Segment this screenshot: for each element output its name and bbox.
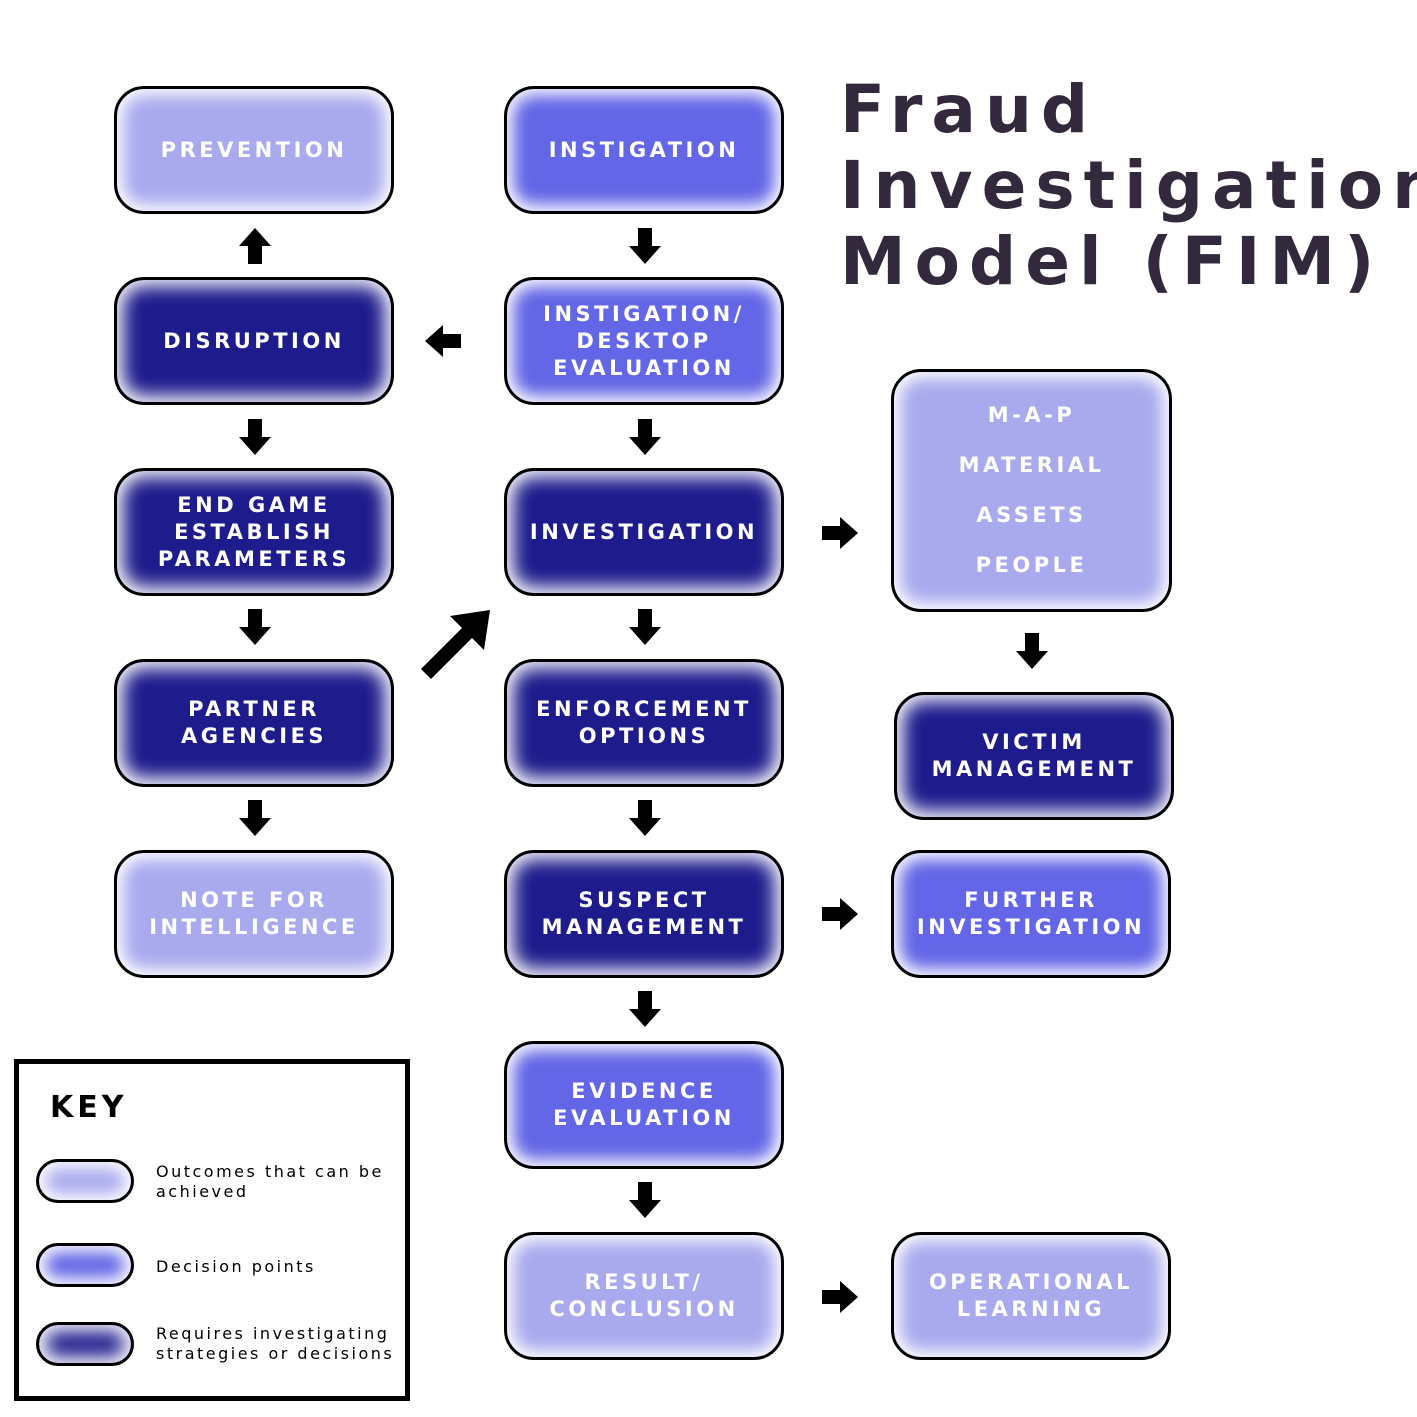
arrow-left-icon: [423, 321, 463, 361]
node-label: EVIDENCE EVALUATION: [553, 1079, 735, 1130]
node-label: END GAME ESTABLISH PARAMETERS: [157, 492, 351, 571]
node-disruption: DISRUPTION: [114, 277, 394, 405]
title-line-2: Investigation: [840, 147, 1417, 224]
map-heading: M-A-P: [987, 402, 1076, 427]
arrow-down-icon: [1012, 631, 1052, 671]
map-item-assets: ASSETS: [976, 503, 1087, 528]
node-label: ENFORCEMENT OPTIONS: [536, 697, 752, 748]
legend-label-investigate: Requires investigating strategies or dec…: [156, 1324, 395, 1363]
arrow-down-icon: [235, 417, 275, 457]
title-line-1: Fraud: [840, 71, 1098, 148]
legend-swatch-decision: [36, 1243, 134, 1287]
legend-title: KEY: [50, 1090, 128, 1125]
arrow-down-icon: [625, 417, 665, 457]
arrow-diagonal-icon: [421, 610, 490, 679]
node-label: FURTHER INVESTIGATION: [916, 888, 1146, 939]
node-end-game: END GAME ESTABLISH PARAMETERS: [114, 468, 394, 596]
node-map: M-A-P MATERIAL ASSETS PEOPLE: [891, 369, 1172, 612]
title-line-3: Model (FIM): [840, 223, 1384, 300]
node-label: DISRUPTION: [163, 328, 345, 353]
node-label: RESULT/ CONCLUSION: [549, 1270, 739, 1321]
arrow-down-icon: [235, 607, 275, 647]
node-label: INVESTIGATION: [529, 519, 759, 544]
node-desktop-evaluation: INSTIGATION/ DESKTOP EVALUATION: [504, 277, 784, 405]
node-label: OPERATIONAL LEARNING: [928, 1270, 1134, 1321]
node-label: VICTIM MANAGEMENT: [931, 730, 1137, 781]
node-operational-learning: OPERATIONAL LEARNING: [891, 1232, 1171, 1360]
map-item-material: MATERIAL: [958, 452, 1105, 477]
node-label: INSTIGATION/ DESKTOP EVALUATION: [543, 301, 745, 380]
node-partner-agencies: PARTNER AGENCIES: [114, 659, 394, 787]
node-investigation: INVESTIGATION: [504, 468, 784, 596]
legend-swatch-outcome: [36, 1159, 134, 1203]
node-enforcement-options: ENFORCEMENT OPTIONS: [504, 659, 784, 787]
arrow-right-icon: [820, 894, 860, 934]
arrow-down-icon: [625, 798, 665, 838]
legend: KEY Outcomes that can be achieved Decisi…: [14, 1059, 410, 1401]
arrow-down-icon: [625, 989, 665, 1029]
node-label: PREVENTION: [160, 137, 348, 162]
node-suspect-management: SUSPECT MANAGEMENT: [504, 850, 784, 978]
legend-swatch-investigate: [36, 1322, 134, 1366]
node-note-for-intelligence: NOTE FOR INTELLIGENCE: [114, 850, 394, 978]
diagram-title: Fraud Investigation Model (FIM): [840, 71, 1417, 300]
arrow-down-icon: [625, 607, 665, 647]
legend-label-decision: Decision points: [156, 1257, 316, 1276]
node-result-conclusion: RESULT/ CONCLUSION: [504, 1232, 784, 1360]
map-item-people: PEOPLE: [975, 553, 1088, 578]
arrow-down-icon: [625, 226, 665, 266]
arrow-down-icon: [625, 1180, 665, 1220]
arrow-up-icon: [235, 226, 275, 266]
node-label: INSTIGATION: [548, 137, 740, 162]
node-victim-management: VICTIM MANAGEMENT: [894, 692, 1174, 820]
arrow-right-icon: [820, 1277, 860, 1317]
node-prevention: PREVENTION: [114, 86, 394, 214]
arrow-down-icon: [235, 798, 275, 838]
arrow-right-icon: [820, 513, 860, 553]
node-label: NOTE FOR INTELLIGENCE: [149, 888, 359, 939]
legend-label-outcome: Outcomes that can be achieved: [156, 1162, 384, 1201]
node-label: PARTNER AGENCIES: [180, 697, 328, 748]
node-further-investigation: FURTHER INVESTIGATION: [891, 850, 1171, 978]
node-evidence-evaluation: EVIDENCE EVALUATION: [504, 1041, 784, 1169]
node-instigation: INSTIGATION: [504, 86, 784, 214]
node-label: SUSPECT MANAGEMENT: [541, 888, 747, 939]
